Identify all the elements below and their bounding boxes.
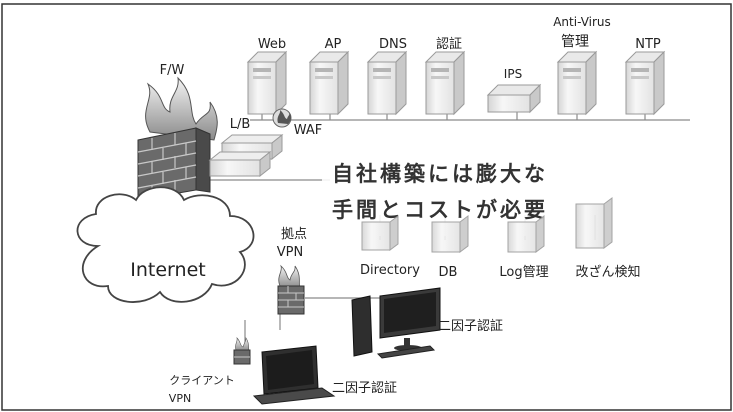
banner-line-1: 自社構築には膨大な <box>332 162 548 186</box>
ap-server <box>309 51 349 115</box>
ips-label: IPS <box>504 67 522 81</box>
dns-server <box>367 51 407 115</box>
desktop-pc-icon <box>351 287 441 359</box>
antivirus-server <box>557 51 597 115</box>
waf-icon <box>272 108 292 128</box>
client-vpn-label-line2: VPN <box>169 392 191 405</box>
db-server <box>431 215 469 253</box>
firewall-label: F/W <box>160 63 185 78</box>
tamper-detect-server <box>575 197 613 249</box>
site-vpn-label-line1: 拠点 <box>281 227 307 242</box>
ips-appliance <box>486 83 542 114</box>
desktop-2fa-label: 二因子認証 <box>438 318 503 334</box>
banner-backdrop <box>322 146 572 236</box>
diagram-frame <box>1 3 732 411</box>
antivirus-label-line2: 管理 <box>561 34 589 50</box>
client-vpn-firewall-icon <box>233 337 251 365</box>
laptop-2fa-label: 二因子認証 <box>332 380 397 396</box>
site-vpn-label-line2: VPN <box>277 245 303 260</box>
load-balancer-icon <box>208 133 284 178</box>
ntp-server <box>625 51 665 115</box>
firewall-icon <box>137 76 218 201</box>
auth-server <box>425 51 465 115</box>
waf-label: WAF <box>294 123 323 138</box>
tamper-detect-label: 改ざん検知 <box>575 264 640 280</box>
banner-line-2: 手間とコストが必要 <box>332 198 548 222</box>
directory-server <box>361 215 399 251</box>
ntp-label: NTP <box>635 37 661 52</box>
site-vpn-firewall-icon <box>277 264 305 315</box>
auth-label: 認証 <box>436 36 462 52</box>
web-server <box>247 51 287 115</box>
load-balancer-label: L/B <box>230 117 251 132</box>
client-vpn-label-line1: クライアント <box>169 374 235 387</box>
log-label: Log管理 <box>499 265 548 280</box>
ap-label: AP <box>325 37 342 52</box>
directory-label: Directory <box>360 263 420 278</box>
db-label: DB <box>439 265 458 280</box>
antivirus-label-line1: Anti-Virus <box>553 15 611 29</box>
internet-label: Internet <box>130 259 205 281</box>
web-label: Web <box>258 37 286 52</box>
internet-cloud <box>76 186 255 303</box>
log-server <box>507 215 545 253</box>
dns-label: DNS <box>379 37 407 52</box>
laptop-icon <box>252 345 336 405</box>
